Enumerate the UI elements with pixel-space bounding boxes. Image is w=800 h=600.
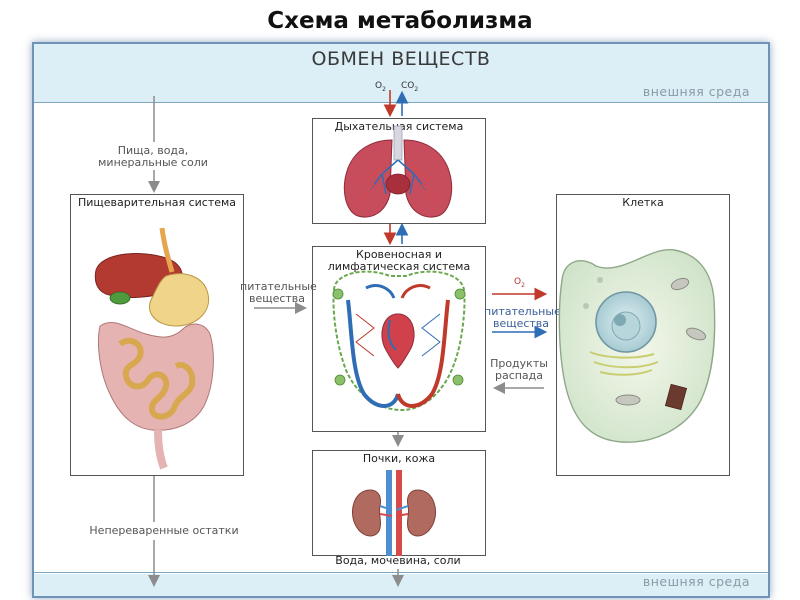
undigested-remains-label: Непереваренные остатки <box>89 524 239 537</box>
food-input-label-line1: Пища, вода, <box>117 144 189 157</box>
nutrients-right-label-line1: питательные <box>484 305 561 318</box>
nutrients-left-label-line1: питательные <box>240 280 317 293</box>
decay-products-label-line1: Продукты <box>490 357 548 370</box>
decay-products-label-line2: распада <box>494 369 544 382</box>
o2-cell-label: O2 <box>514 277 525 289</box>
circulatory-title-line1: Кровеносная и <box>356 248 442 261</box>
kidneys-skin-title: Почки, кожа <box>362 452 436 465</box>
digestive-system-title: Пищеварительная система <box>77 196 237 209</box>
environment-label-bottom: внешняя среда <box>642 574 750 589</box>
circulatory-illustration <box>332 270 466 412</box>
digestive-illustration <box>94 227 214 470</box>
circulatory-title-line2: лимфатическая система <box>327 260 471 273</box>
environment-label-top: внешняя среда <box>642 84 750 99</box>
nutrients-left-label-line2: вещества <box>248 292 306 305</box>
cell-title: Клетка <box>622 196 664 209</box>
co2-top-label: CO2 <box>401 81 419 93</box>
diagram-frame: ОБМЕН ВЕЩЕСТВ внешняя среда внешняя сред… <box>32 42 770 598</box>
diagram-graphics <box>94 90 716 587</box>
kidneys-illustration <box>352 470 436 556</box>
diagram-header: ОБМЕН ВЕЩЕСТВ <box>311 48 491 70</box>
excretion-label: Вода, мочевина, соли <box>335 554 461 567</box>
page-title: Схема метаболизма <box>267 8 533 34</box>
cell-illustration <box>558 249 716 443</box>
food-input-label-line2: минеральные соли <box>98 156 208 169</box>
o2-top-label: O2 <box>375 81 386 93</box>
lungs-illustration <box>343 125 453 218</box>
environment-line-bottom <box>34 572 768 573</box>
